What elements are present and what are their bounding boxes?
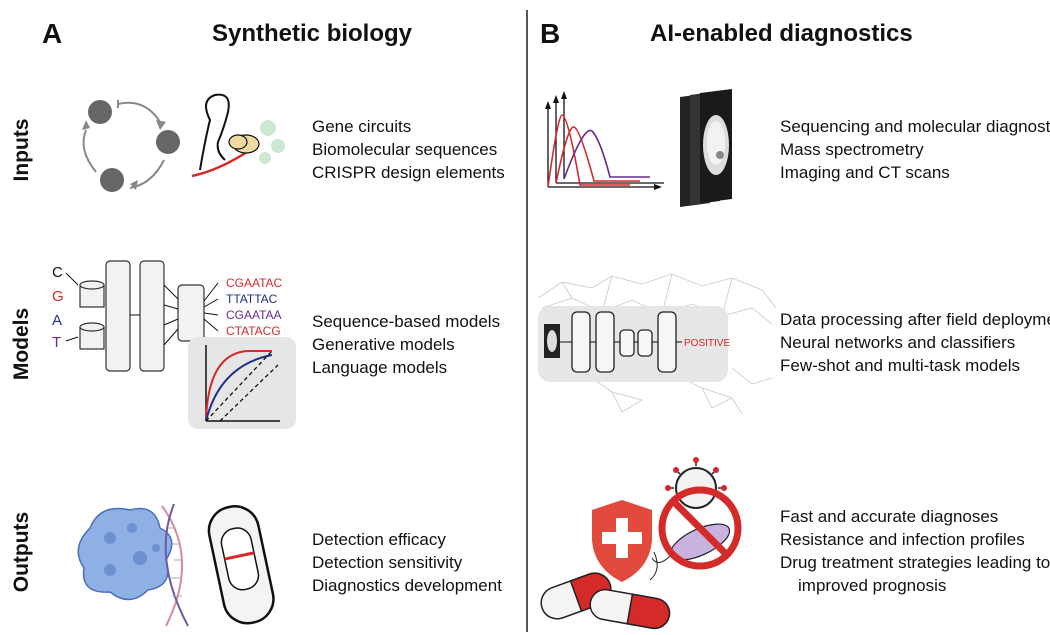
test-line: [224, 551, 255, 561]
panel-divider: [526, 10, 528, 632]
panel-a-letter: A: [42, 18, 63, 49]
base-letter: T: [52, 334, 61, 351]
panel-b-title: AI-enabled diagnostics: [650, 20, 913, 47]
sequence-label: TTATTAC: [226, 292, 278, 306]
gene-circuit-illustration: [82, 93, 285, 192]
ai-models-list: Data processing after field deployment N…: [780, 308, 1050, 377]
list-item: Gene circuits: [312, 117, 412, 136]
treatment-illustration: [540, 457, 742, 630]
prohibition-icon: [658, 486, 742, 570]
list-item: Sequencing and molecular diagnostics: [780, 117, 1050, 136]
list-item: Detection sensitivity: [312, 553, 463, 572]
ct-scan-stack: [680, 89, 732, 207]
prediction-label: POSITIVE: [684, 338, 730, 349]
list-item: Detection efficacy: [312, 530, 446, 549]
synbio-inputs-list: Gene circuits Biomolecular sequences CRI…: [312, 115, 505, 184]
ai-outputs-list: Fast and accurate diagnoses Resistance a…: [780, 505, 1050, 597]
performance-curve: [205, 350, 272, 422]
row-label-models: Models: [10, 307, 33, 381]
protein-test-illustration: [77, 503, 275, 627]
spectra-ct-illustration: [545, 89, 732, 207]
field-deployment-illustration: POSITIVE: [537, 273, 777, 415]
medical-shield-icon: [592, 500, 652, 582]
list-item: Mass spectrometry: [780, 140, 924, 159]
list-item: Diagnostics development: [312, 576, 502, 595]
base-letter: G: [52, 288, 64, 305]
spectrum-line: [547, 114, 630, 188]
circuit-node: [156, 130, 180, 154]
list-item: CRISPR design elements: [312, 163, 505, 182]
list-item: Resistance and infection profiles: [780, 530, 1025, 549]
list-item: Biomolecular sequences: [312, 140, 498, 159]
list-item: Fast and accurate diagnoses: [780, 507, 999, 526]
list-item: Imaging and CT scans: [780, 163, 950, 182]
circuit-node: [100, 168, 124, 192]
ai-inputs-list: Sequencing and molecular diagnostics Mas…: [780, 115, 1050, 184]
row-label-inputs: Inputs: [10, 118, 33, 182]
pill-icon: [540, 572, 671, 630]
list-item: Generative models: [312, 335, 455, 354]
list-item: Language models: [312, 358, 448, 377]
sequence-label: CGAATAC: [226, 276, 283, 290]
circuit-node: [88, 100, 112, 124]
sequence-label: CTATACG: [226, 324, 281, 338]
base-letter: A: [52, 312, 62, 329]
panel-b-letter: B: [540, 18, 561, 49]
test-strip: [207, 505, 275, 625]
sequence-model-illustration: C G A T CGAATAC TTATTAC CGAATAA CTATACG: [52, 260, 296, 429]
list-item: Sequence-based models: [312, 312, 501, 331]
list-item: Data processing after field deployment: [780, 310, 1050, 329]
list-item: Neural networks and classifiers: [780, 333, 1016, 352]
performance-curve: [205, 354, 273, 422]
row-label-outputs: Outputs: [10, 511, 33, 593]
list-item: Drug treatment strategies leading to: [780, 553, 1050, 572]
protein-structure: [77, 507, 173, 601]
sequence-label: CGAATAA: [226, 308, 282, 322]
list-item: improved prognosis: [798, 576, 947, 595]
base-letter: C: [52, 264, 63, 281]
synbio-outputs-list: Detection efficacy Detection sensitivity…: [312, 528, 502, 597]
list-item: Few-shot and multi-task models: [780, 356, 1020, 375]
panel-a-title: Synthetic biology: [212, 20, 413, 47]
synbio-models-list: Sequence-based models Generative models …: [312, 310, 500, 379]
